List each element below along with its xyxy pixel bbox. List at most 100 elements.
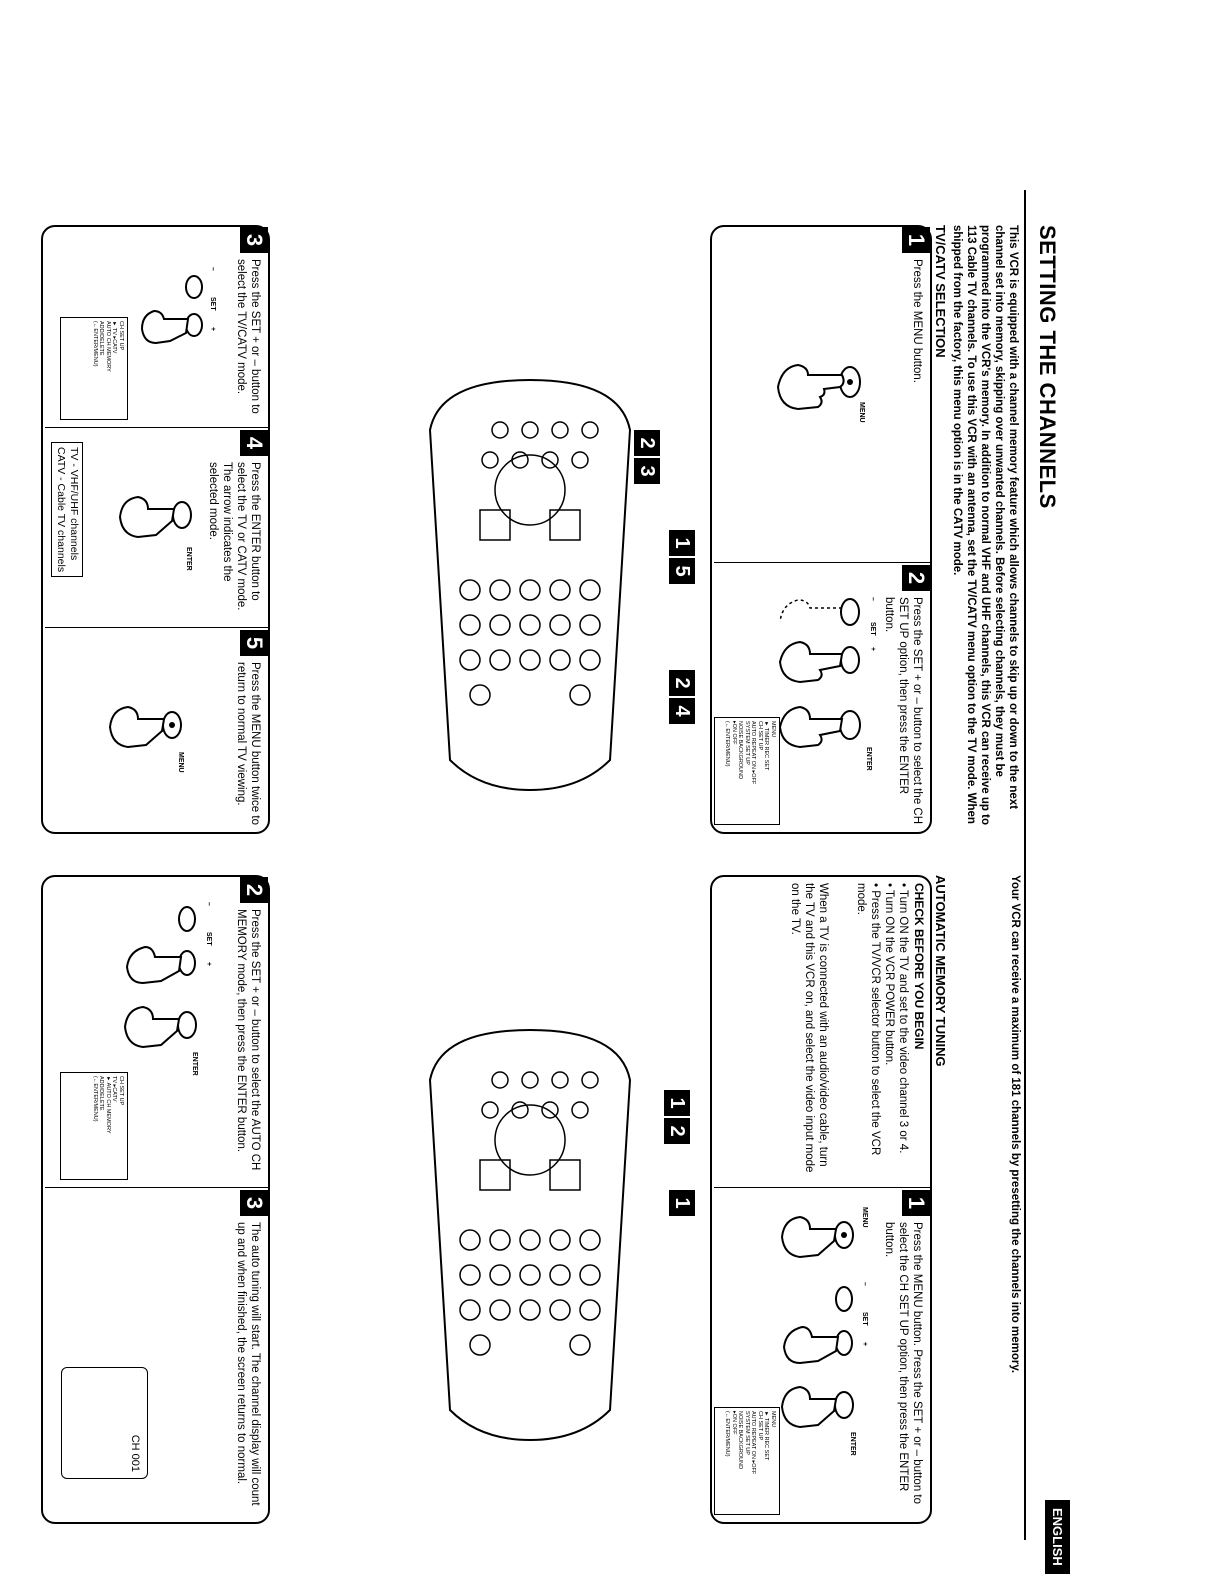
callout-digit: 4 — [671, 705, 693, 717]
osd-line: CH SET UP — [757, 721, 763, 751]
osd-menu-screen: MENU ► TIMER REC SET CH SET UP AUTO REPE… — [714, 717, 780, 825]
set-label: SET — [869, 622, 876, 636]
legend-catv: CATV - Cable TV channels — [55, 447, 67, 573]
step-number: 3 — [240, 1190, 268, 1216]
step-text: The auto tuning will start. The channel … — [235, 1222, 261, 1506]
check-item: • Turn ON the VCR POWER button. — [883, 883, 895, 1066]
callout-1-5: 1 5 — [669, 530, 695, 584]
osd-line: ► TV ▸CATV — [111, 321, 118, 354]
legend-tv: TV - VHF/UHF channels — [68, 447, 80, 561]
osd-line: (←ENTER/MENU) — [724, 721, 731, 767]
panel-divider — [45, 427, 268, 428]
enter-hand-icon — [780, 1385, 854, 1429]
plus-label: + — [209, 327, 216, 332]
step-text: Press the SET + or – button to select th… — [235, 909, 261, 1171]
step-number: 3 — [240, 227, 268, 253]
right-intro-text: Your VCR can receive a maximum of 181 ch… — [1009, 875, 1021, 1374]
set-buttons-hand-icon — [125, 906, 196, 985]
osd-line: ► TIMER REC SET — [763, 721, 770, 771]
enter-label: ENTER — [191, 1052, 198, 1076]
callout-2-4: 2 4 — [669, 670, 695, 724]
left-top-panel: 1 Press the MENU button. MENU 2 Press th… — [710, 225, 932, 834]
panel-divider — [45, 627, 268, 628]
menu-button-label: MENU — [861, 1207, 868, 1228]
step-text: Press the MENU button twice to return to… — [235, 662, 261, 825]
osd-ch-setup-screen: CH SET UP TV ▸CATV ► AUTO CH MEMORY ADD/… — [60, 1072, 128, 1180]
enter-label: ENTER — [185, 547, 192, 571]
osd-line: (←ENTER/MENU) — [92, 321, 98, 367]
channel-display: CH 001 — [129, 1434, 141, 1472]
tv-screen-display: CH 001 — [61, 1367, 148, 1479]
minus-label: – — [209, 267, 216, 271]
osd-menu-screen: MENU ► TIMER REC SET CH SET UP AUTO REPE… — [714, 1407, 780, 1515]
callout-digit: 1 — [671, 1197, 693, 1209]
plus-label: + — [205, 962, 212, 967]
enter-hand-icon — [778, 705, 861, 749]
step-number: 2 — [902, 565, 930, 591]
right-bottom-panel: 2 Press the SET + or – button to select … — [41, 875, 270, 1524]
note-text: When a TV is connected with an audio/vid… — [789, 883, 829, 1173]
callout-digit: 2 — [669, 670, 695, 698]
menu-button-label: MENU — [177, 752, 184, 773]
panel-divider — [45, 1187, 268, 1188]
step-number: 5 — [240, 630, 268, 656]
plus-label: + — [869, 647, 876, 652]
osd-line: CH SET UP — [118, 321, 124, 351]
menu-button-label: MENU — [858, 402, 865, 423]
osd-line: MENU — [770, 1411, 776, 1428]
enter-label: ENTER — [849, 1432, 856, 1456]
check-item: • Turn ON the TV and set to the video ch… — [897, 883, 909, 1154]
check-item: • Press the TV/VCR selector button to se… — [855, 883, 881, 1156]
step-text: Press the MENU button. Press the SET + o… — [883, 1222, 923, 1504]
callout-digit: 5 — [671, 565, 693, 577]
enter-hand-icon — [118, 495, 192, 539]
rotated-page: SETTING THE CHANNELS This VCR is equippe… — [10, 170, 1070, 1574]
check-heading: CHECK BEFORE YOU BEGIN — [912, 883, 926, 1050]
callout-digit: 1 — [664, 1090, 690, 1118]
callout-digit: 3 — [636, 465, 658, 477]
enter-label: ENTER — [865, 747, 872, 771]
callout-1-2: 1 2 — [664, 1090, 690, 1144]
hand-press-icon — [108, 705, 182, 749]
callout-digit: 2 — [666, 1125, 688, 1137]
panel-divider — [714, 1187, 930, 1188]
osd-line: (←ENTER/MENU) — [92, 1076, 98, 1122]
callout-digit: 1 — [669, 530, 695, 558]
set-label: SET — [861, 1312, 868, 1326]
panel-divider — [714, 562, 930, 563]
osd-line: TV ▸CATV — [111, 1076, 118, 1102]
callout-2-3: 2 3 — [634, 430, 660, 484]
minus-label: – — [205, 902, 212, 906]
page-title: SETTING THE CHANNELS — [1035, 225, 1060, 509]
step-number: 2 — [240, 877, 268, 903]
osd-line: NOISE BACKGROUND — [737, 1411, 744, 1470]
amt-heading: AUTOMATIC MEMORY TUNING — [933, 875, 948, 1067]
set-label: SET — [209, 297, 216, 311]
set-label: SET — [205, 932, 212, 946]
osd-line: AUTO REPEAT ON ▸OFF — [750, 1411, 757, 1475]
hand-press-icon — [780, 1215, 854, 1259]
osd-line: (←ENTER/MENU) — [724, 1411, 731, 1457]
tv-catv-legend: TV - VHF/UHF channels CATV - Cable TV ch… — [51, 442, 83, 578]
callout-digit: 2 — [634, 430, 660, 458]
step-text: Press the ENTER button to select the TV … — [207, 462, 261, 611]
remote-control-illustration — [428, 1028, 632, 1442]
step-number: 1 — [902, 227, 930, 253]
step-text: Press the SET + or – button to select th… — [235, 259, 261, 414]
remote-control-illustration — [428, 378, 632, 792]
plus-label: + — [861, 1342, 868, 1347]
hand-press-icon — [776, 363, 861, 411]
left-bottom-panel: 3 Press the SET + or – button to select … — [41, 225, 270, 834]
set-buttons-hand-icon — [140, 275, 203, 345]
osd-line: ► TIMER REC SET — [763, 1411, 770, 1461]
intro-text: This VCR is equipped with a channel memo… — [951, 225, 1019, 825]
tvcatv-heading: TV/CATV SELECTION — [933, 225, 948, 358]
step-number: 1 — [902, 1190, 930, 1216]
set-buttons-hand-icon — [778, 598, 860, 684]
set-buttons-hand-icon — [782, 1286, 853, 1365]
right-top-panel: CHECK BEFORE YOU BEGIN • Turn ON the TV … — [710, 875, 932, 1524]
step-text: Press the MENU button. — [911, 259, 923, 383]
osd-line: MENU — [770, 721, 776, 738]
osd-ch-setup-screen: CH SET UP ► TV ▸CATV AUTO CH MEMORY ADD/… — [60, 317, 128, 420]
step-number: 4 — [240, 430, 268, 456]
